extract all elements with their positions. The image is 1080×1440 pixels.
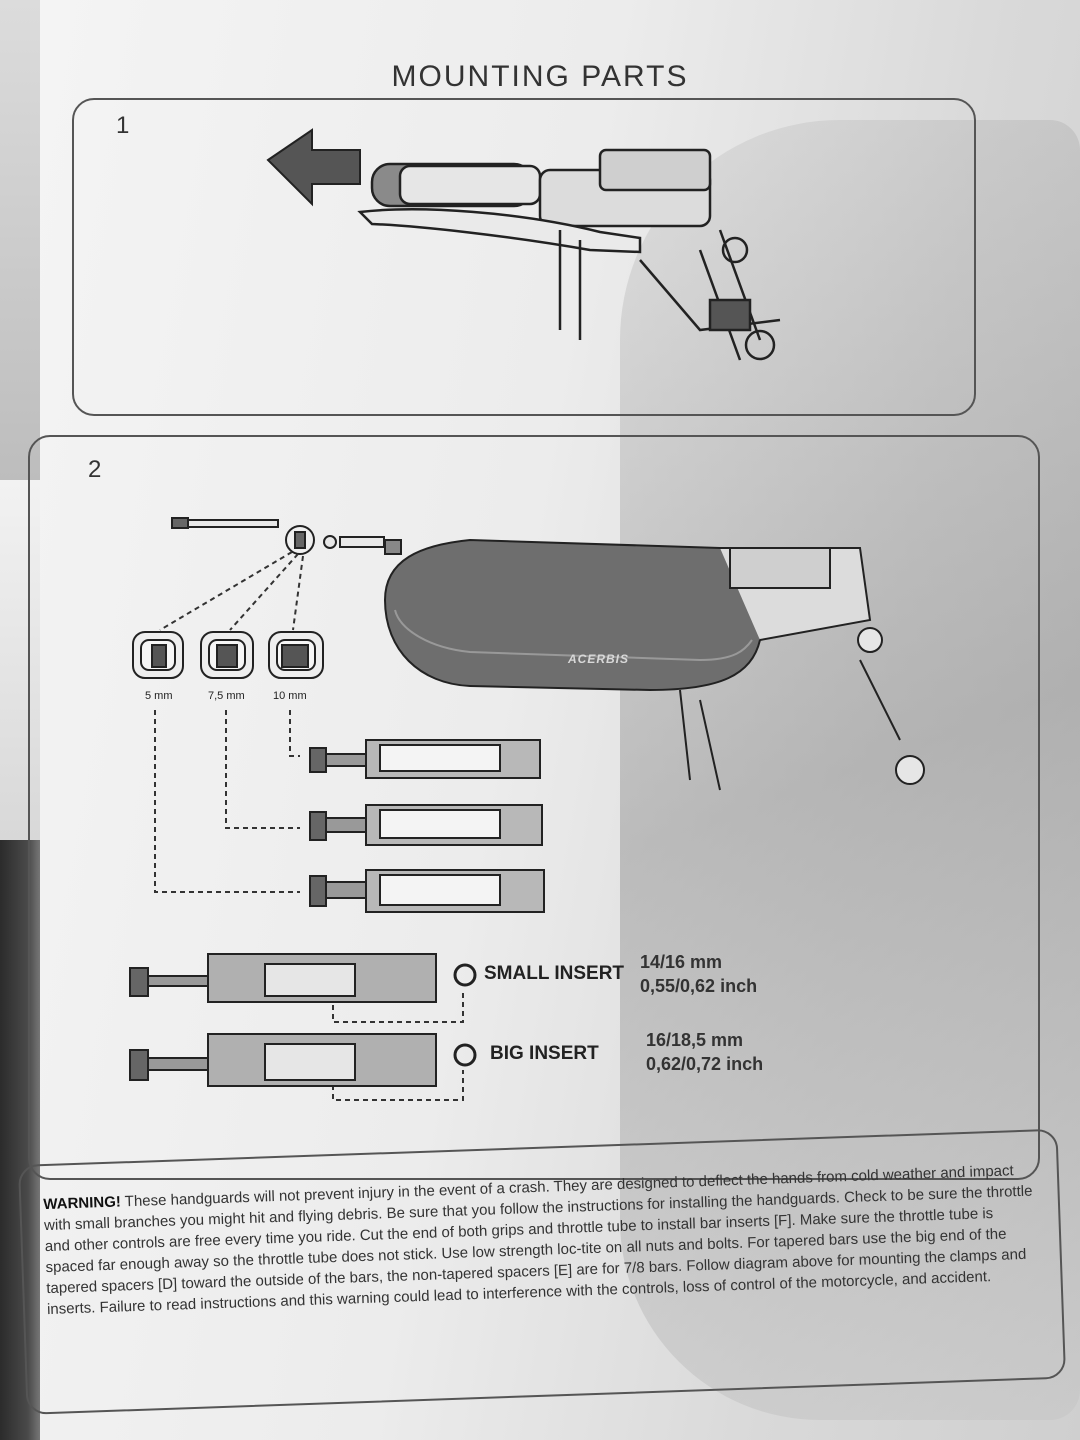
warning-text: These handguards will not prevent injury… (43, 1162, 1033, 1319)
handlebar-grip-illustration (357, 148, 781, 361)
acerbis-logo: ACERBIS (568, 652, 630, 666)
insert-marker-icons (453, 963, 477, 1067)
big-insert-mm: 16/18,5 mm (646, 1030, 744, 1050)
big-insert-size: 16/18,5 mm 0,62/0,72 inch (646, 1028, 763, 1076)
small-insert-label: SMALL INSERT (484, 963, 625, 984)
warning-label: WARNING! (43, 1193, 122, 1214)
step-2-panel (28, 435, 1040, 1180)
insert-size-bars (129, 953, 437, 1087)
page-title: MOUNTING PARTS (391, 60, 689, 93)
small-insert-inch: 0,55/0,62 inch (640, 976, 758, 996)
spacer-5mm-label: 5 mm (145, 690, 173, 702)
warning-box: WARNING! These handguards will not preve… (18, 1128, 1067, 1415)
dashed-guide-lines (154, 551, 464, 1101)
big-insert-inch: 0,62/0,72 inch (646, 1054, 764, 1074)
arrow-left-icon (266, 128, 361, 207)
spacer-10mm-label: 10 mm (273, 690, 307, 702)
box-flap-inner (0, 480, 40, 840)
small-insert-size: 14/16 mm 0,55/0,62 inch (640, 950, 757, 998)
step-2-number: 2 (88, 456, 102, 483)
windscreen-background-photo (620, 120, 1080, 1420)
bolt-assembly-illustration (171, 517, 402, 555)
spacer-option-icons (132, 631, 324, 679)
insert-assembly-row (309, 739, 545, 913)
step-1-panel (72, 98, 976, 416)
handguard-illustration (383, 538, 925, 791)
small-insert-mm: 14/16 mm (640, 952, 723, 972)
step-1-number: 1 (116, 112, 130, 139)
spacer-7-5mm-label: 7,5 mm (208, 690, 245, 702)
big-insert-label: BIG INSERT (490, 1043, 599, 1064)
